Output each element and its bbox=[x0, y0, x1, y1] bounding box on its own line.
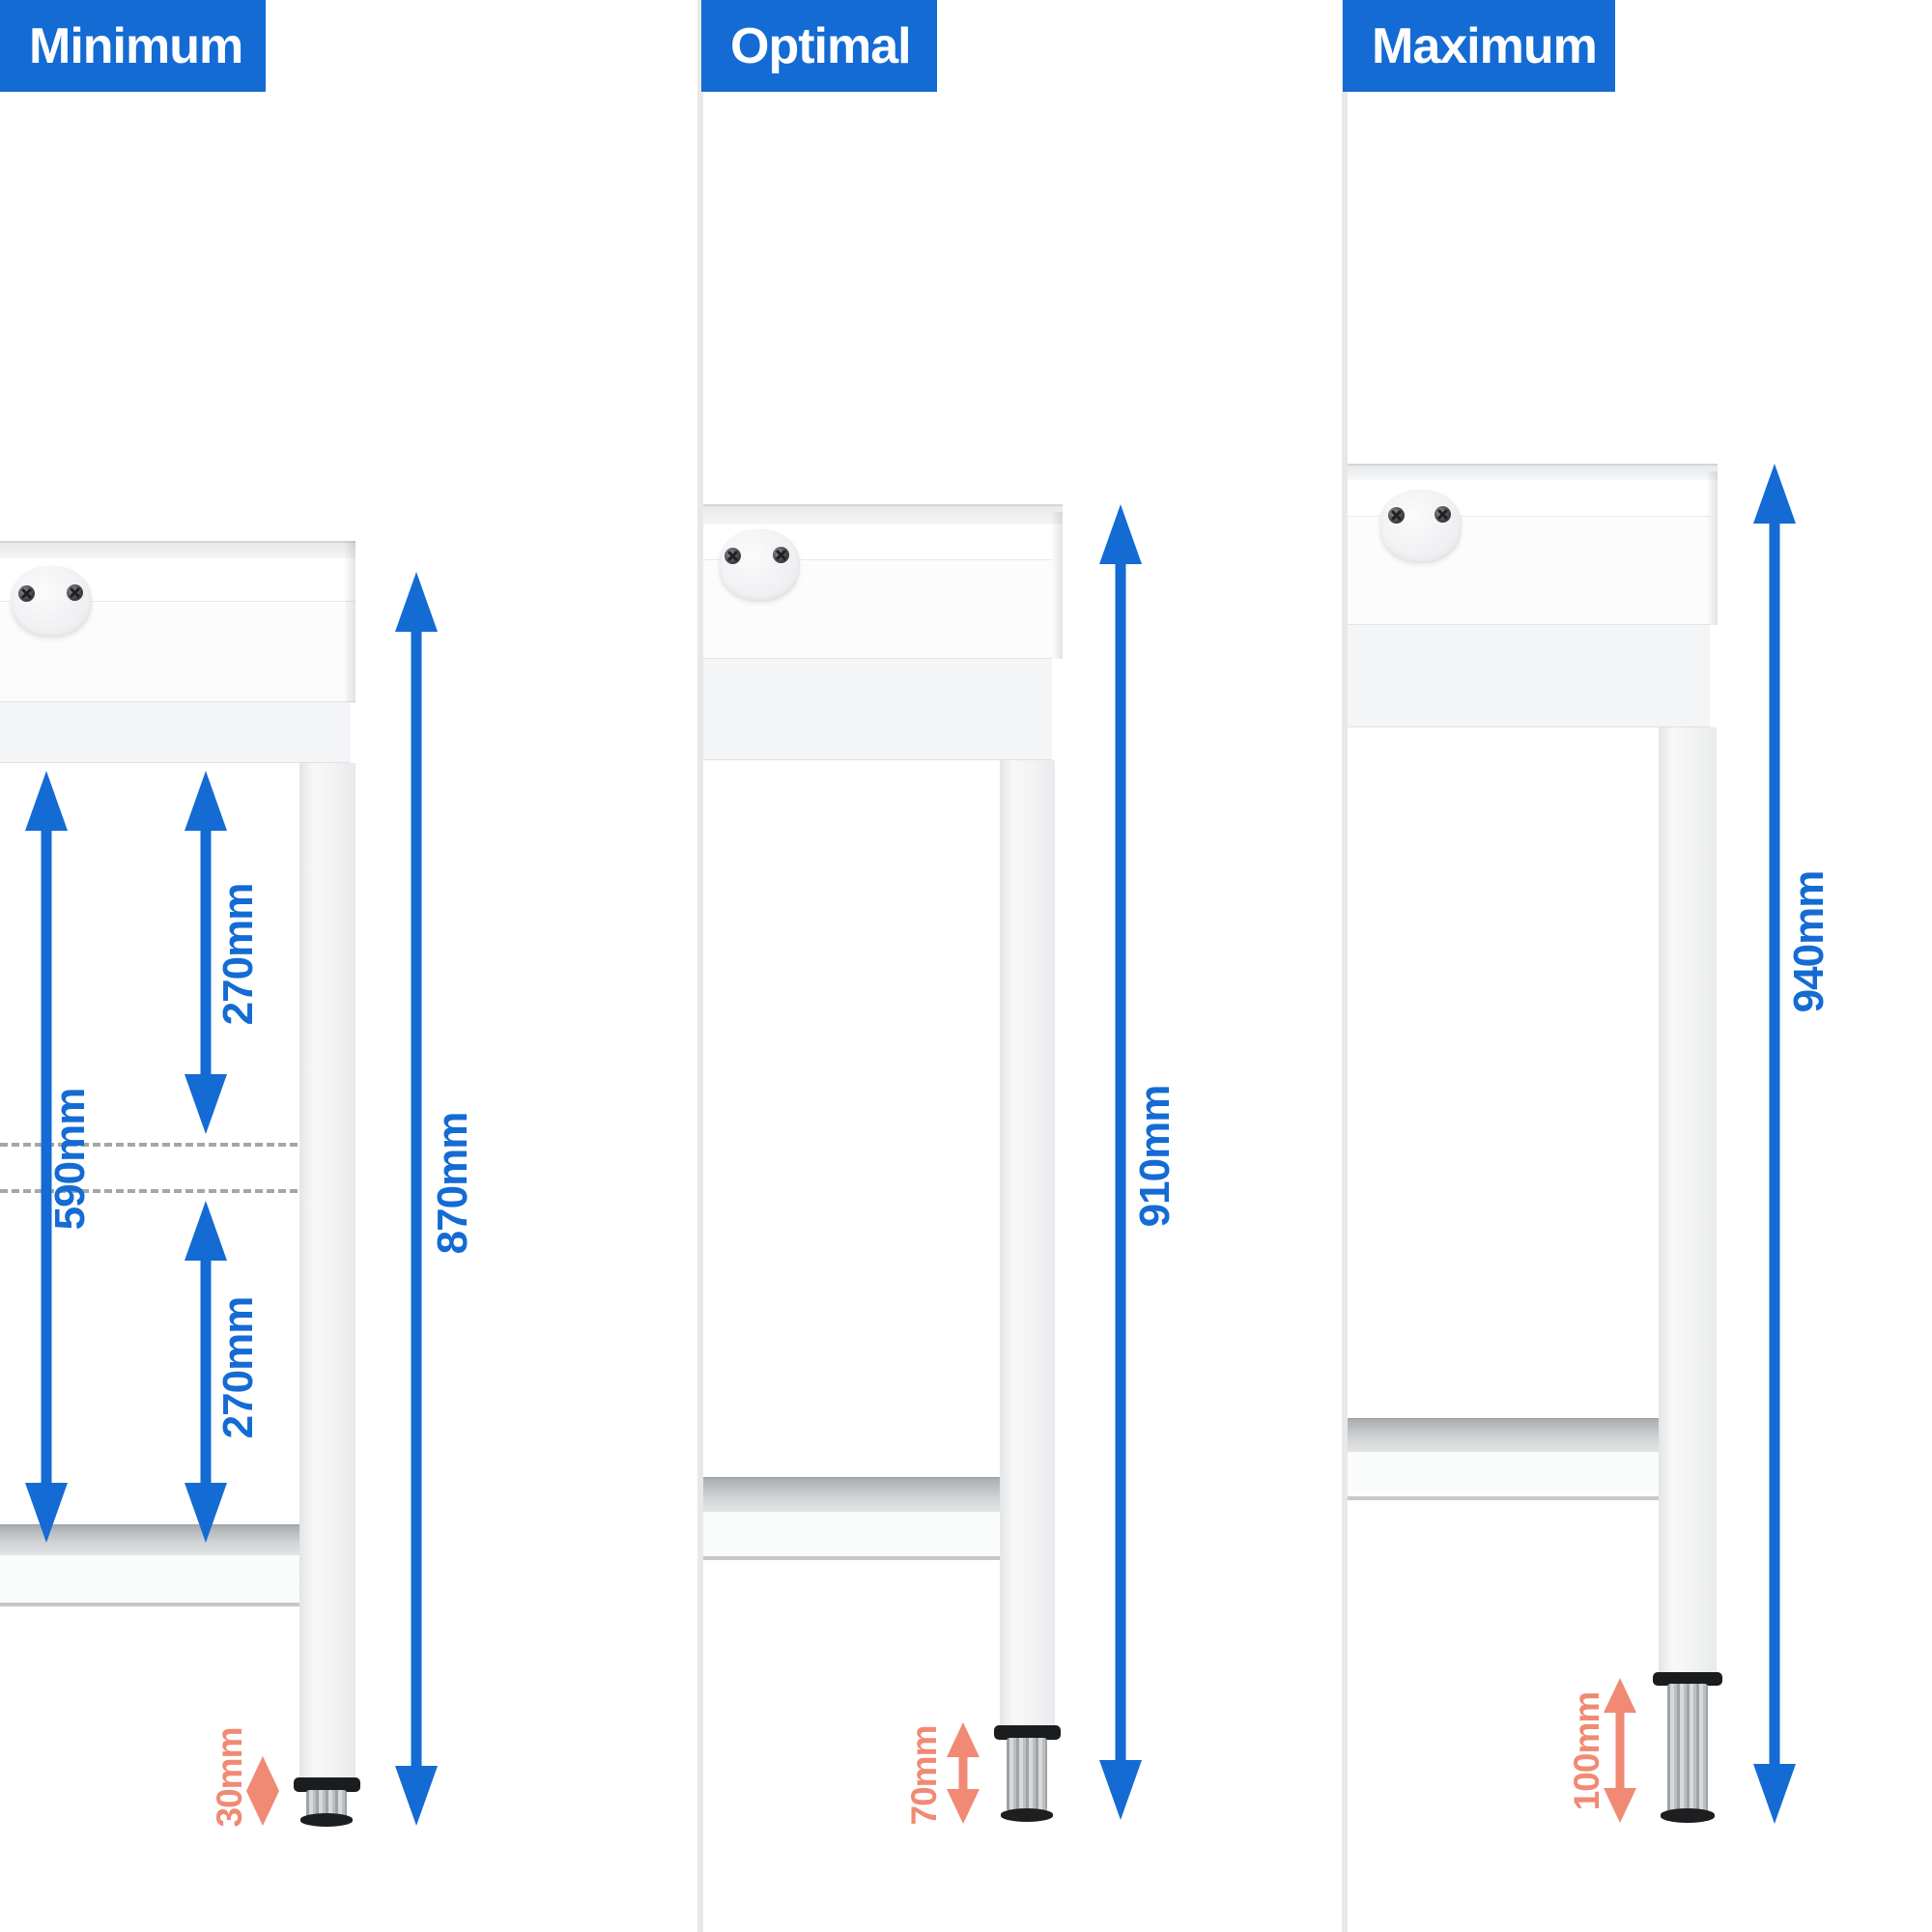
dimension-label-lower-segment: 270mm bbox=[214, 1296, 262, 1439]
screw-icon bbox=[773, 547, 789, 563]
tabletop-surface bbox=[1348, 464, 1718, 480]
table-leg bbox=[1659, 727, 1717, 1672]
tabletop-side-face bbox=[1052, 512, 1063, 659]
panel-header: Optimal bbox=[701, 0, 937, 92]
lower-shelf-edge bbox=[1348, 1452, 1659, 1500]
panel-header: Minimum bbox=[0, 0, 266, 92]
foot-collar bbox=[294, 1777, 360, 1792]
panel-title: Optimal bbox=[730, 17, 912, 74]
lower-shelf-surface bbox=[703, 1477, 1000, 1512]
under-frame bbox=[0, 702, 351, 763]
lower-shelf-edge bbox=[703, 1512, 1000, 1560]
screw-icon bbox=[724, 548, 741, 564]
panel-divider-2 bbox=[1342, 0, 1348, 1932]
tabletop-side-face bbox=[345, 541, 355, 702]
table-leg bbox=[1000, 760, 1055, 1725]
screw-icon bbox=[1388, 507, 1405, 524]
dimension-arrow-total-height bbox=[1753, 464, 1796, 1824]
arrow-down-icon bbox=[1099, 1760, 1142, 1820]
dashed-reference-line bbox=[0, 1143, 298, 1147]
panel-divider-1 bbox=[697, 0, 703, 1932]
arrow-down-icon bbox=[1753, 1764, 1796, 1824]
panel-header: Maximum bbox=[1343, 0, 1615, 92]
adjustable-foot bbox=[1007, 1738, 1047, 1811]
arrow-down-icon bbox=[395, 1766, 438, 1826]
dimension-label-total-height: 940mm bbox=[1785, 870, 1833, 1013]
screw-icon bbox=[1435, 506, 1451, 523]
mounting-bracket bbox=[1379, 490, 1462, 563]
under-frame bbox=[703, 659, 1052, 760]
foot-collar bbox=[994, 1725, 1061, 1740]
dimension-arrow-total-height bbox=[395, 572, 438, 1826]
tabletop-surface bbox=[703, 504, 1063, 525]
foot-height-arrow bbox=[246, 1756, 279, 1826]
table-leg bbox=[299, 763, 355, 1777]
panel-title: Maximum bbox=[1372, 17, 1598, 74]
lower-shelf-edge bbox=[0, 1555, 299, 1606]
arrow-down-icon bbox=[185, 1074, 227, 1134]
foot-height-label: 100mm bbox=[1567, 1691, 1606, 1811]
dashed-reference-line bbox=[0, 1189, 298, 1193]
arrow-down-icon bbox=[185, 1483, 227, 1543]
arrow-down-icon bbox=[947, 1789, 980, 1824]
tabletop-side-face bbox=[1708, 471, 1718, 625]
dimension-arrow-total-height bbox=[1099, 504, 1142, 1820]
arrow-down-icon bbox=[25, 1483, 68, 1543]
mounting-bracket bbox=[719, 529, 800, 602]
screw-icon bbox=[18, 585, 35, 602]
arrow-down-icon bbox=[1604, 1788, 1636, 1823]
screw-icon bbox=[67, 584, 83, 601]
arrow-down-icon bbox=[246, 1791, 279, 1826]
foot-height-label: 70mm bbox=[904, 1725, 944, 1826]
dimension-arrow-upper-segment bbox=[185, 771, 227, 1134]
dimension-arrow-inner-clearance bbox=[25, 771, 68, 1543]
tabletop-surface bbox=[0, 541, 355, 558]
panel-title: Minimum bbox=[29, 17, 243, 74]
mounting-bracket bbox=[11, 566, 92, 638]
lower-shelf-surface bbox=[1348, 1418, 1659, 1452]
dimension-label-upper-segment: 270mm bbox=[214, 883, 262, 1026]
foot-collar bbox=[1653, 1672, 1722, 1686]
dimension-arrow-lower-segment bbox=[185, 1201, 227, 1543]
under-frame bbox=[1348, 625, 1710, 727]
foot-height-arrow bbox=[947, 1722, 980, 1824]
dimension-label-total-height: 910mm bbox=[1131, 1085, 1179, 1228]
foot-height-arrow bbox=[1604, 1678, 1636, 1823]
adjustable-foot bbox=[1667, 1684, 1708, 1812]
foot-base bbox=[1001, 1808, 1053, 1822]
foot-height-label: 30mm bbox=[210, 1727, 249, 1828]
foot-base bbox=[300, 1813, 353, 1827]
dimension-label-inner-clearance: 590mm bbox=[46, 1088, 94, 1231]
foot-base bbox=[1661, 1808, 1715, 1823]
dimension-label-total-height: 870mm bbox=[429, 1112, 476, 1255]
